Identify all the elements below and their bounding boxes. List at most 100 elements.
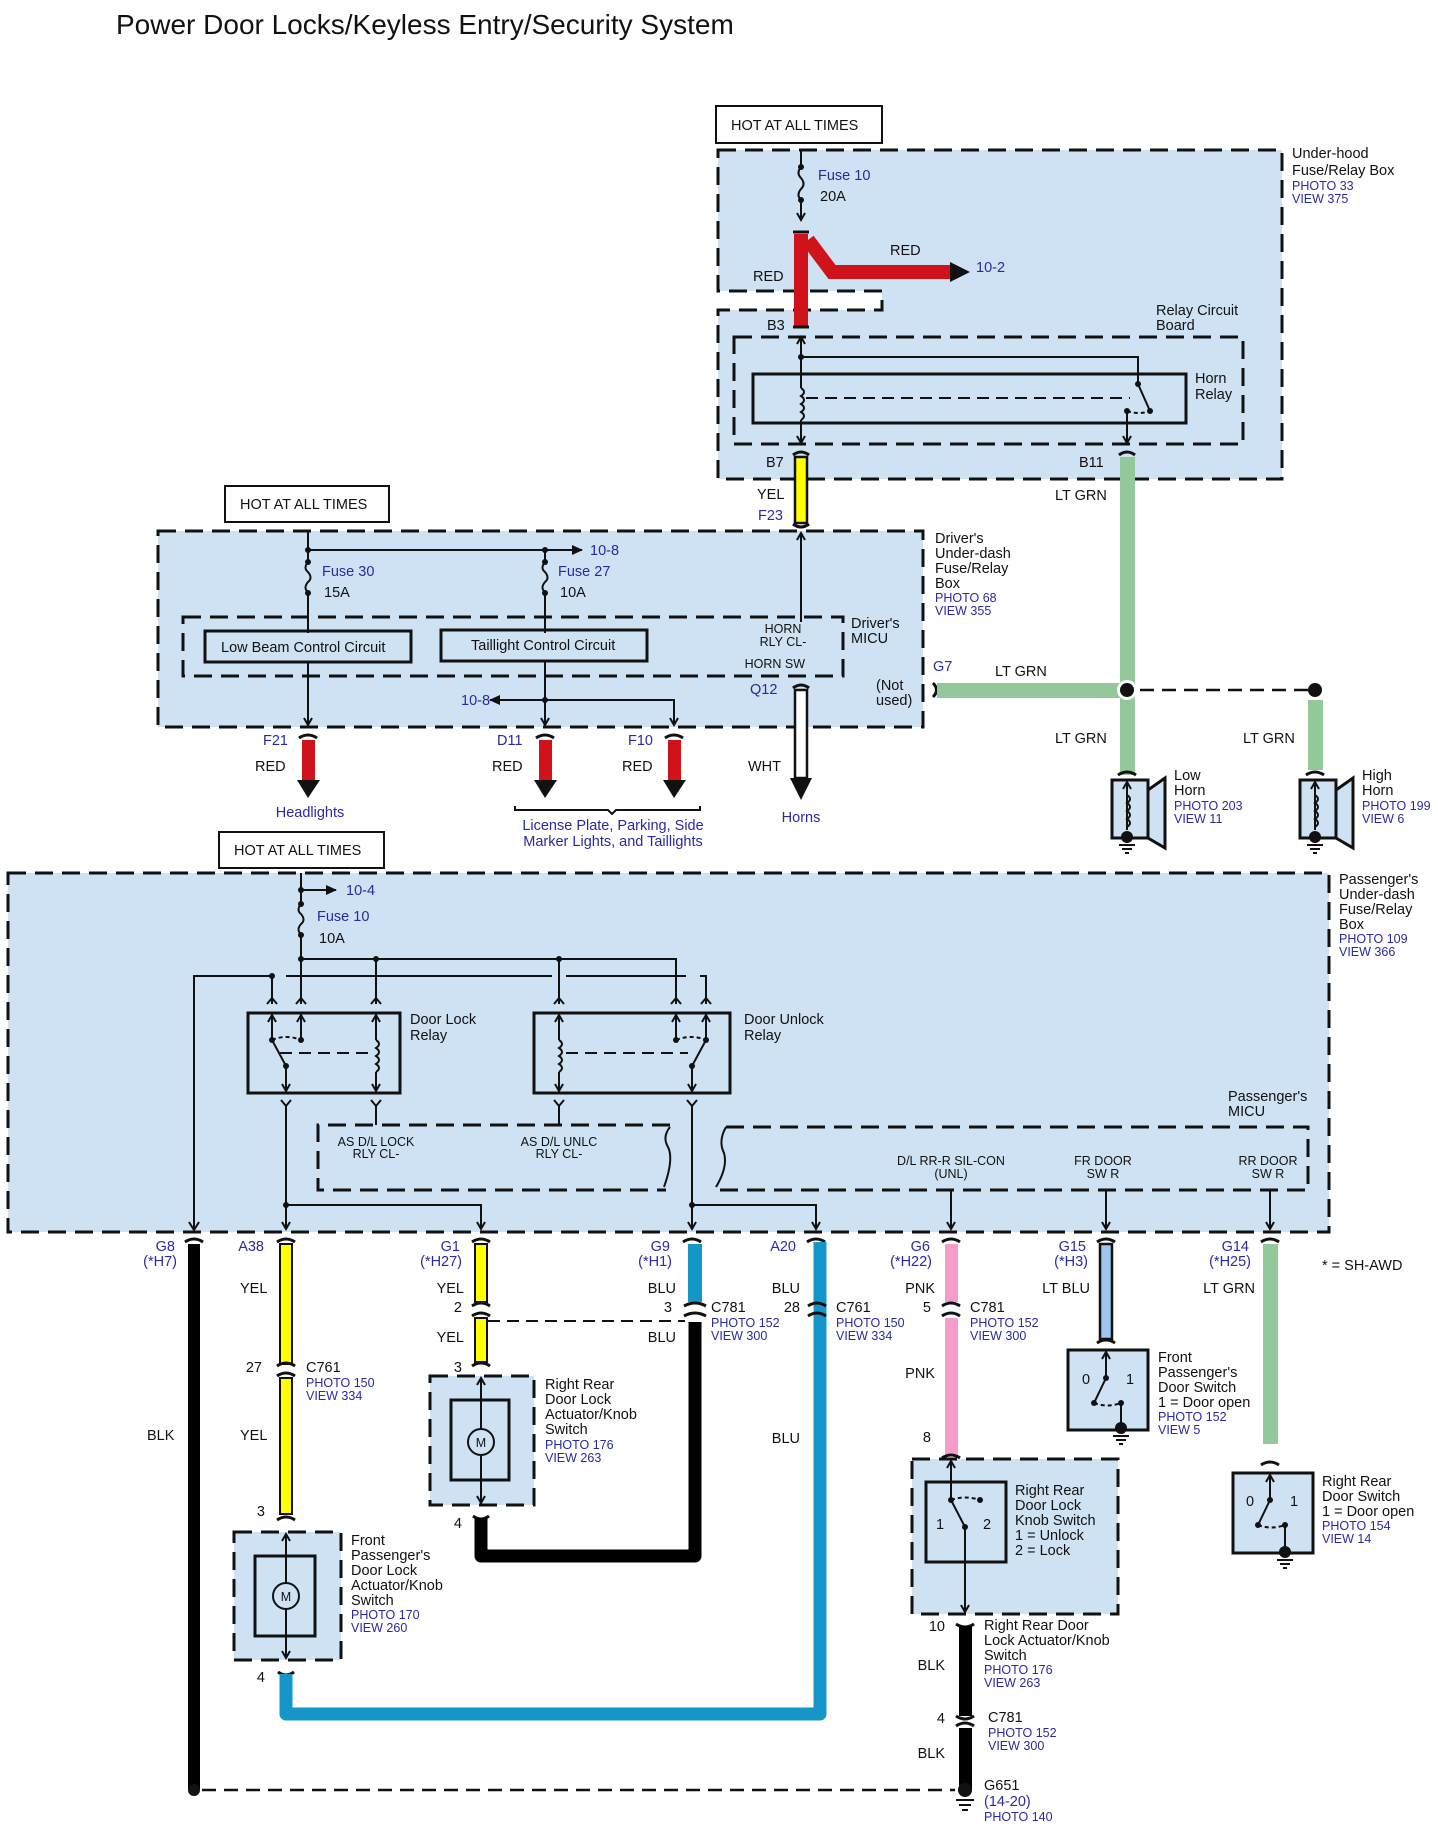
lt-grn-wire-g7 — [937, 683, 1127, 698]
c781-g9-photo-ref[interactable]: PHOTO 152 — [711, 1316, 780, 1330]
pin-g9: G9 — [651, 1239, 670, 1255]
pin-h25: (*H25) — [1209, 1254, 1251, 1270]
knob-switch-label-4: 1 = Unlock — [1015, 1528, 1085, 1544]
blk-wire-g8 — [188, 1244, 200, 1789]
high-horn: High Horn PHOTO 199 VIEW 6 — [1298, 768, 1431, 854]
fuse-30-label: Fuse 30 — [322, 564, 374, 580]
pin-g1: G1 — [441, 1239, 460, 1255]
red-wire-f10 — [668, 740, 681, 782]
c761-view-ref[interactable]: VIEW 334 — [306, 1389, 362, 1403]
pin-g14: G14 — [1222, 1239, 1249, 1255]
high-horn-photo-ref[interactable]: PHOTO 199 — [1362, 799, 1431, 813]
lights-link[interactable]: License Plate, Parking, Side — [522, 818, 703, 834]
passenger-fuse-label: Fuse 10 — [317, 909, 369, 925]
yel-wire-label: YEL — [757, 487, 784, 503]
c781-blk-photo-ref[interactable]: PHOTO 152 — [988, 1726, 1057, 1740]
pin-h1: (*H1) — [638, 1254, 672, 1270]
lt-grn-wire-g14 — [1263, 1244, 1278, 1444]
underhood-view-ref[interactable]: VIEW 375 — [1292, 192, 1348, 206]
rr-switch-view-ref[interactable]: VIEW 14 — [1322, 1532, 1371, 1546]
front-actuator-view-ref[interactable]: VIEW 260 — [351, 1621, 407, 1635]
lt-grn-label-4: LT GRN — [1243, 731, 1295, 747]
motor-icon — [272, 1582, 300, 1610]
red-wire-10-2 — [802, 235, 950, 279]
rr-actuator-ref-label-1: Right Rear Door — [984, 1618, 1089, 1634]
c761-a20-photo-ref[interactable]: PHOTO 150 — [836, 1316, 905, 1330]
fp-switch-label-4: 1 = Door open — [1158, 1395, 1250, 1411]
ref-10-2-link[interactable]: 10-2 — [976, 260, 1005, 276]
wire-color-f21: RED — [255, 759, 286, 775]
c781-blk-view-ref[interactable]: VIEW 300 — [988, 1739, 1044, 1753]
yel-label-g1-1: YEL — [437, 1281, 464, 1297]
lt-grn-label-1: LT GRN — [1055, 488, 1107, 504]
rr-switch-photo-ref[interactable]: PHOTO 154 — [1322, 1519, 1391, 1533]
front-actuator-photo-ref[interactable]: PHOTO 170 — [351, 1608, 420, 1622]
pnk-label-2: PNK — [905, 1366, 935, 1382]
not-used-label: (Not — [876, 678, 903, 694]
underhood-fuse-relay-box: HOT AT ALL TIMES Under-hood Fuse/Relay B… — [715, 105, 1395, 775]
rr-actuator-view-ref[interactable]: VIEW 263 — [545, 1451, 601, 1465]
passenger-box-name: Passenger's — [1339, 872, 1418, 888]
ref-10-8-bottom-link[interactable]: 10-8 — [461, 693, 490, 709]
horns-link[interactable]: Horns — [782, 810, 821, 826]
lights-link-2[interactable]: Marker Lights, and Taillights — [523, 834, 702, 850]
rr-actuator-photo-ref[interactable]: PHOTO 176 — [545, 1438, 614, 1452]
yel-wire-a38 — [279, 1243, 293, 1365]
c781-blk-label: C781 — [988, 1710, 1023, 1726]
as-dl-lock-label-2: RLY CL- — [353, 1147, 400, 1161]
front-actuator-label-4: Actuator/Knob — [351, 1578, 443, 1594]
c761-photo-ref[interactable]: PHOTO 150 — [306, 1376, 375, 1390]
ref-10-4-link[interactable]: 10-4 — [346, 883, 375, 899]
headlights-link[interactable]: Headlights — [276, 805, 345, 821]
drivers-box-name: Driver's — [935, 531, 984, 547]
high-horn-label-2: Horn — [1362, 783, 1393, 799]
c781-g6-label: C781 — [970, 1300, 1005, 1316]
right-rear-door-lock-actuator: M Right Rear Door Lock Actuator/Knob Swi… — [428, 1374, 637, 1507]
knob-switch-label-1: Right Rear — [1015, 1483, 1084, 1499]
pin-g15: G15 — [1059, 1239, 1086, 1255]
splice-point — [1120, 683, 1134, 697]
c781-g9-view-ref[interactable]: VIEW 300 — [711, 1329, 767, 1343]
front-actuator-label-3: Door Lock — [351, 1563, 418, 1579]
lt-grn-label-2: LT GRN — [995, 664, 1047, 680]
rr-actuator-ref-view[interactable]: VIEW 263 — [984, 1676, 1040, 1690]
front-actuator-pin-4: 4 — [257, 1670, 265, 1686]
c781-g6-photo-ref[interactable]: PHOTO 152 — [970, 1316, 1039, 1330]
rr-actuator-ref-label-2: Lock Actuator/Knob — [984, 1633, 1110, 1649]
drivers-photo-ref[interactable]: PHOTO 68 — [935, 591, 997, 605]
low-horn-view-ref[interactable]: VIEW 11 — [1174, 812, 1222, 826]
drivers-view-ref[interactable]: VIEW 355 — [935, 604, 991, 618]
page-title: Power Door Locks/Keyless Entry/Security … — [116, 9, 734, 40]
fp-switch-view-ref[interactable]: VIEW 5 — [1158, 1423, 1200, 1437]
passenger-photo-ref[interactable]: PHOTO 109 — [1339, 932, 1408, 946]
rr-actuator-label-2: Door Lock — [545, 1392, 612, 1408]
passenger-micu-label: Passenger's — [1228, 1089, 1307, 1105]
high-horn-view-ref[interactable]: VIEW 6 — [1362, 812, 1404, 826]
wht-wire-q12 — [793, 688, 809, 780]
front-actuator-pin-3: 3 — [257, 1504, 265, 1520]
pin-a20: A20 — [770, 1239, 796, 1255]
blk-rr-label-1: BLK — [918, 1658, 946, 1674]
pin-h22: (*H22) — [890, 1254, 932, 1270]
rr-actuator-ref-label-3: Switch — [984, 1648, 1027, 1664]
underhood-box-outline — [716, 148, 1284, 481]
underhood-photo-ref[interactable]: PHOTO 33 — [1292, 179, 1354, 193]
c781-g6-view-ref[interactable]: VIEW 300 — [970, 1329, 1026, 1343]
rr-switch-label-2: Door Switch — [1322, 1489, 1400, 1505]
c761-a20-view-ref[interactable]: VIEW 334 — [836, 1329, 892, 1343]
blu-label-a20-1: BLU — [772, 1281, 800, 1297]
passenger-box-name-2: Under-dash — [1339, 887, 1415, 903]
ground-g651-photo-ref[interactable]: PHOTO 140 — [984, 1810, 1053, 1824]
underhood-fuse-label: Fuse 10 — [818, 168, 870, 184]
rr-actuator-ref-photo[interactable]: PHOTO 176 — [984, 1663, 1053, 1677]
passenger-view-ref[interactable]: VIEW 366 — [1339, 945, 1395, 959]
ref-10-8-top-link[interactable]: 10-8 — [590, 543, 619, 559]
rr-switch-pos-0: 0 — [1246, 1494, 1254, 1510]
passenger-box-name-4: Box — [1339, 917, 1365, 933]
red-wire-f21 — [302, 740, 315, 782]
low-horn-photo-ref[interactable]: PHOTO 203 — [1174, 799, 1243, 813]
fp-switch-photo-ref[interactable]: PHOTO 152 — [1158, 1410, 1227, 1424]
fr-door-label: FR DOOR — [1074, 1154, 1132, 1168]
door-unlock-relay-label: Door Unlock — [744, 1012, 825, 1028]
